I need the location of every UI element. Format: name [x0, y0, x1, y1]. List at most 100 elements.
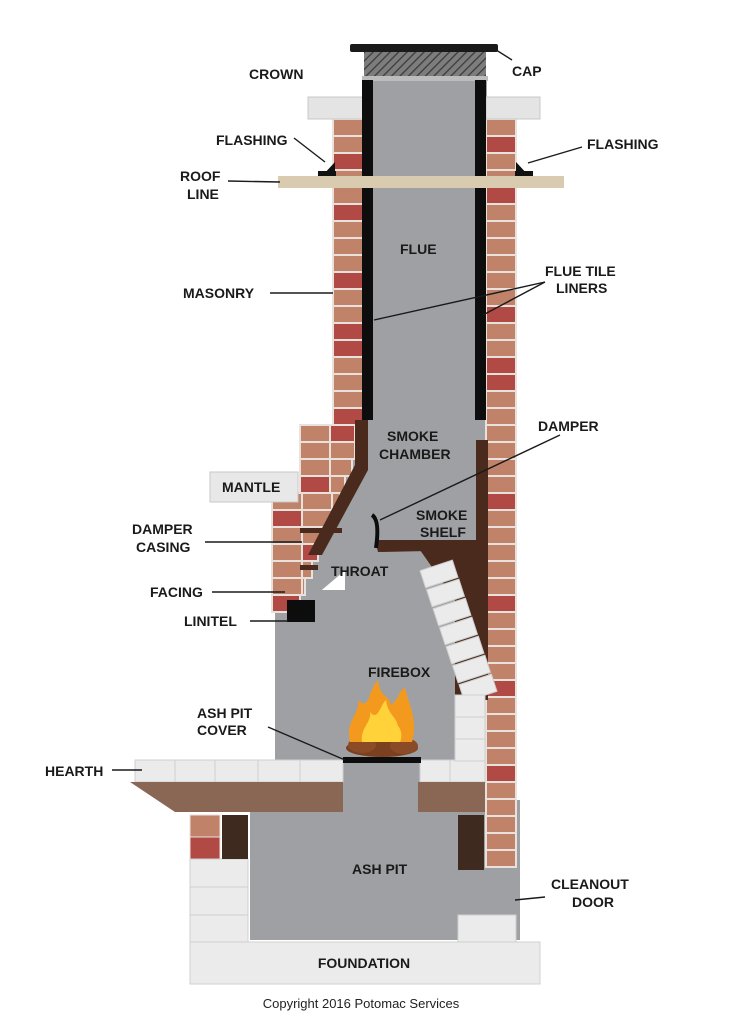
- smoke-chamber-left-wall: [308, 420, 368, 555]
- brick: [485, 832, 517, 851]
- brick: [332, 118, 364, 137]
- ash-pit-cover: [343, 757, 421, 763]
- brick: [485, 424, 517, 443]
- brick: [332, 135, 364, 154]
- label-damper: DAMPER: [538, 418, 599, 434]
- brick: [485, 849, 517, 868]
- firebox-stone: [445, 635, 485, 665]
- flue-liner-right: [475, 80, 486, 420]
- cap-hatch: [364, 52, 486, 76]
- brick: [485, 373, 517, 392]
- lintel: [287, 600, 315, 622]
- brick: [485, 543, 517, 562]
- firebox-back-stones: [419, 559, 498, 703]
- crown-left: [307, 96, 364, 120]
- brick: [485, 254, 517, 273]
- leader-lines: [112, 47, 583, 901]
- flashing-left-strip: [318, 171, 336, 176]
- left-brick-column: [332, 118, 364, 426]
- brick: [332, 339, 364, 358]
- brick: [485, 594, 517, 613]
- brick: [485, 237, 517, 256]
- brick: [485, 764, 517, 783]
- brick: [485, 628, 517, 647]
- label-flashing-left: FLASHING: [216, 132, 288, 148]
- label-smoke-shelf-2: SHELF: [420, 524, 466, 540]
- brick: [299, 441, 331, 460]
- crown-right: [485, 96, 541, 120]
- brick: [332, 237, 364, 256]
- brick: [485, 798, 517, 817]
- brick: [485, 509, 517, 528]
- brick: [485, 135, 517, 154]
- brick: [485, 645, 517, 664]
- label-roof-line-1: ROOF: [180, 168, 221, 184]
- label-crown: CROWN: [249, 66, 303, 82]
- brick: [271, 509, 303, 528]
- label-ash-pit-cover-1: ASH PIT: [197, 705, 253, 721]
- brick: [485, 220, 517, 239]
- label-mantle: MANTLE: [222, 479, 280, 495]
- brick: [485, 271, 517, 290]
- firebox-stone: [451, 654, 492, 684]
- brick: [485, 781, 517, 800]
- ash-pit-walls: [189, 814, 517, 943]
- label-cleanout-door-1: CLEANOUT: [551, 876, 629, 892]
- fire-icon: [346, 680, 418, 757]
- throat-edge: [300, 565, 318, 570]
- brick: [485, 747, 517, 766]
- firebox-stone: [419, 559, 459, 589]
- damper-casing: [300, 528, 342, 533]
- brick: [485, 203, 517, 222]
- label-foundation: FOUNDATION: [318, 955, 410, 971]
- label-smoke-chamber-2: CHAMBER: [379, 446, 451, 462]
- mantle: [209, 471, 299, 503]
- brick: [332, 271, 364, 290]
- brick: [485, 730, 517, 749]
- brick: [332, 186, 364, 205]
- flue-liner-left: [362, 80, 373, 420]
- facing-brick: [271, 424, 356, 613]
- label-smoke-shelf-1: SMOKE: [416, 507, 467, 523]
- brick: [485, 577, 517, 596]
- cap-top: [350, 44, 498, 52]
- label-cap: CAP: [512, 63, 542, 79]
- brick: [299, 475, 331, 494]
- label-damper-casing-2: CASING: [136, 539, 191, 555]
- label-flue-tile-liners-2: LINERS: [556, 280, 607, 296]
- brick: [301, 577, 306, 596]
- brick: [485, 305, 517, 324]
- brick: [332, 254, 364, 273]
- brick: [485, 390, 517, 409]
- label-hearth: HEARTH: [45, 763, 103, 779]
- label-roof-line-2: LINE: [187, 186, 219, 202]
- brick: [299, 424, 331, 443]
- brick: [271, 560, 303, 579]
- label-throat: THROAT: [331, 563, 389, 579]
- brick: [485, 339, 517, 358]
- brick: [485, 526, 517, 545]
- copyright-text: Copyright 2016 Potomac Services: [263, 996, 460, 1011]
- brick: [301, 492, 333, 511]
- firebox-right-stones: [454, 694, 486, 762]
- firebox-stone: [438, 616, 479, 646]
- brick: [332, 305, 364, 324]
- label-masonry: MASONRY: [183, 285, 255, 301]
- brick: [329, 441, 356, 460]
- smoke-shelf: [375, 540, 476, 552]
- foundation: [189, 941, 541, 985]
- label-damper-casing-1: DAMPER: [132, 521, 193, 537]
- brick: [485, 611, 517, 630]
- label-cleanout-door-2: DOOR: [572, 894, 614, 910]
- brick: [485, 815, 517, 834]
- label-facing: FACING: [150, 584, 203, 600]
- damper-plate: [370, 513, 380, 549]
- label-flue-tile-liners-1: FLUE TILE: [545, 263, 616, 279]
- brick: [332, 203, 364, 222]
- brick: [485, 475, 517, 494]
- hearth: [130, 759, 486, 812]
- label-ash-pit: ASH PIT: [352, 861, 408, 877]
- brick: [329, 424, 356, 443]
- label-smoke-chamber-1: SMOKE: [387, 428, 438, 444]
- brick: [485, 696, 517, 715]
